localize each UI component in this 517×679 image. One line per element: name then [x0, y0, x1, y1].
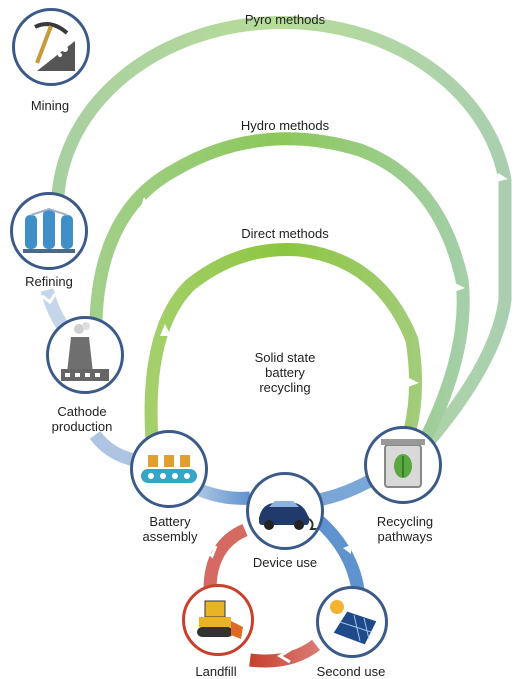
- bulldozer-icon: [197, 600, 243, 639]
- pyro-label: Pyro methods: [244, 12, 326, 27]
- device-node: [246, 472, 324, 550]
- pyro-arrow-chevron: [129, 86, 140, 99]
- direct-label: Direct methods: [241, 226, 329, 241]
- direct-arrow-chevron: [160, 324, 171, 336]
- assembly-label: Battery assembly: [142, 514, 198, 544]
- mining-node: [12, 8, 90, 86]
- direct-arrow-chevron-2: [408, 378, 419, 387]
- assembly-node: [130, 430, 208, 508]
- cathode-node: [46, 316, 124, 394]
- hydro-arrow-chevron-2: [454, 283, 465, 292]
- recycling-node: [364, 426, 442, 504]
- cathode-label: Cathode production: [51, 404, 113, 434]
- red-chevron-2: [277, 648, 291, 664]
- recycling-label: Recycling pathways: [376, 514, 434, 544]
- spine-chevron-2: [41, 293, 57, 305]
- pyro-arc: [51, 15, 512, 445]
- hydro-label: Hydro methods: [240, 118, 330, 133]
- solar-panel-icon: [330, 600, 378, 646]
- second-use-label: Second use: [316, 664, 386, 679]
- factory-icon: [61, 322, 109, 381]
- pickaxe-icon: [34, 22, 75, 71]
- conveyor-batteries-icon: [141, 455, 197, 483]
- mining-label: Mining: [30, 98, 70, 113]
- hydro-arrow-chevron: [140, 197, 151, 210]
- refining-node: [10, 192, 88, 270]
- landfill-label: Landfill: [195, 664, 237, 679]
- blue-chevron: [343, 545, 351, 554]
- recycling-bin-icon: [381, 439, 425, 488]
- spine-chevron-1: [38, 149, 56, 161]
- hydro-arc: [89, 132, 470, 443]
- end-of-life-flow: [202, 524, 320, 668]
- red-chevron-1: [202, 545, 218, 559]
- second-use-node: [316, 586, 388, 658]
- direct-arc: [144, 242, 423, 441]
- pyro-arrow-chevron-2: [496, 173, 508, 182]
- device-label: Device use: [252, 555, 318, 570]
- center-title: Solid state battery recycling: [254, 350, 316, 395]
- landfill-node: [182, 584, 254, 656]
- refinery-tanks-icon: [23, 207, 75, 253]
- electric-car-icon: [259, 501, 317, 530]
- refining-label: Refining: [25, 274, 73, 289]
